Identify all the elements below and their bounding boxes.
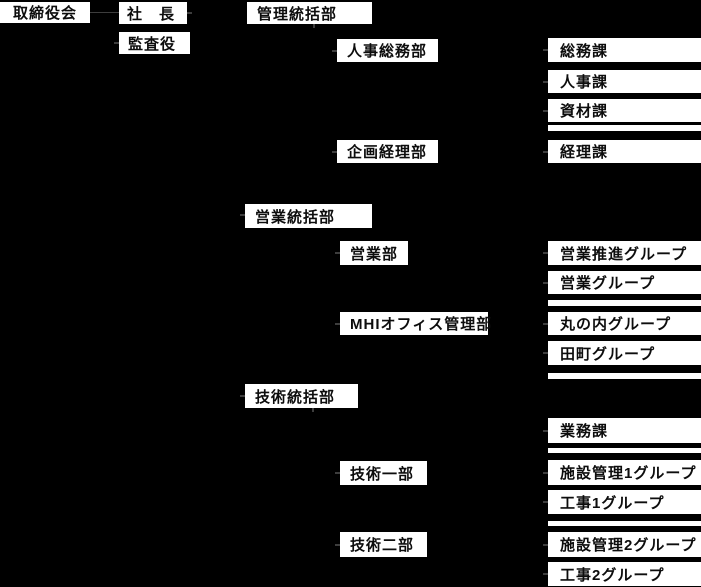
org-node-hr-general-dept: 人事総務部	[337, 39, 438, 62]
org-node-construction2-group: 工事2グループ	[548, 562, 701, 586]
org-node-board: 取締役会	[0, 2, 90, 23]
org-node-president: 社 長	[119, 2, 187, 24]
org-node-sales-promotion-group: 営業推進グループ	[548, 241, 701, 265]
org-node-tech-division: 技術統括部	[245, 384, 358, 408]
connector-stub	[543, 282, 548, 284]
org-node-materials-sec: 資材課	[548, 99, 701, 122]
org-node-auditor: 監査役	[119, 32, 190, 54]
org-node-mhi-office-dept: MHIオフィス管理部	[340, 312, 491, 335]
connector-stub	[312, 408, 314, 412]
org-node-tech-dept1: 技術一部	[340, 461, 427, 485]
connector-stub	[543, 472, 548, 474]
org-node-planning-accounting-dept: 企画経理部	[337, 140, 438, 163]
connector-stub	[543, 252, 548, 254]
org-node-general-affairs-sec: 総務課	[548, 38, 701, 62]
connector-stub	[332, 151, 337, 153]
connector-stub	[543, 501, 548, 503]
org-node-operations-sec: 業務課	[548, 418, 701, 443]
connector-line	[90, 12, 119, 13]
connector-stub	[114, 42, 119, 44]
connector-stub	[313, 24, 315, 28]
connector-stub	[240, 214, 245, 216]
connector-stub	[335, 544, 340, 546]
connector-stub	[335, 323, 340, 325]
org-node-tamachi-group: 田町グループ	[548, 341, 701, 365]
org-node-hr-sec: 人事課	[548, 70, 701, 93]
separator-strip	[548, 448, 701, 453]
org-node-facility-mgmt1-group: 施設管理1グループ	[548, 460, 701, 485]
connector-stub	[187, 12, 192, 14]
org-node-admin-division: 管理統括部	[247, 2, 372, 24]
connector-stub	[543, 81, 548, 83]
separator-strip	[548, 125, 701, 131]
connector-stub	[332, 50, 337, 52]
connector-stub	[335, 252, 340, 254]
org-node-sales-group: 営業グループ	[548, 271, 701, 294]
connector-stub	[543, 151, 548, 153]
connector-stub	[240, 395, 245, 397]
connector-stub	[543, 110, 548, 112]
org-node-facility-mgmt2-group: 施設管理2グループ	[548, 532, 701, 557]
separator-strip	[548, 373, 701, 379]
org-node-accounting-sec: 経理課	[548, 140, 701, 163]
org-node-construction1-group: 工事1グループ	[548, 490, 701, 514]
org-node-sales-dept: 営業部	[340, 241, 408, 265]
org-node-marunouchi-group: 丸の内グループ	[548, 312, 701, 335]
connector-stub	[543, 430, 548, 432]
org-node-tech-dept2: 技術二部	[340, 532, 427, 557]
connector-stub	[543, 352, 548, 354]
connector-stub	[543, 573, 548, 575]
separator-strip	[548, 300, 701, 306]
connector-stub	[335, 472, 340, 474]
separator-strip	[548, 521, 701, 526]
connector-stub	[543, 323, 548, 325]
connector-stub	[543, 49, 548, 51]
org-node-sales-division: 営業統括部	[245, 204, 372, 228]
connector-stub	[543, 544, 548, 546]
